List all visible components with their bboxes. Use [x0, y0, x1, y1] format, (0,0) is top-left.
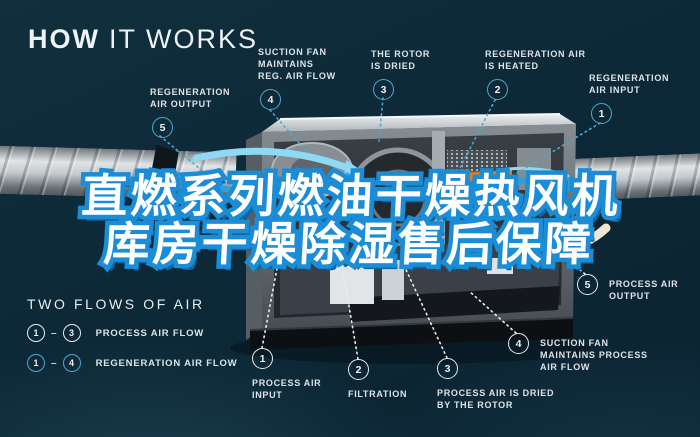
callout-regen-input: REGENERATION AIR INPUT 1	[589, 72, 670, 125]
legend-label: PROCESS AIR FLOW	[95, 327, 205, 339]
callout-number-badge: 1	[591, 103, 612, 125]
callout-regen-output: REGENERATION AIR OUTPUT 5	[150, 86, 231, 139]
regen-flow-swoosh-deep	[203, 179, 353, 196]
headline-line1: 直燃系列燃油干燥热风机 直燃系列燃油干燥热风机	[0, 166, 700, 227]
legend-dash: –	[51, 357, 57, 369]
legend-label: REGENERATION AIR FLOW	[95, 357, 238, 369]
leader-suction-process	[468, 290, 517, 334]
callout-label: FILTRATION	[348, 389, 408, 399]
title-light: IT WORKS	[108, 24, 258, 54]
callout-label: THE ROTOR IS DRIED	[371, 49, 431, 72]
callout-number-badge: 2	[348, 359, 369, 380]
callout-regen-heated: REGENERATION AIR IS HEATED 2	[485, 48, 586, 101]
exit-flow-swoosh-deep	[502, 176, 567, 188]
callout-label: PROCESS AIR INPUT	[252, 378, 322, 401]
base-plinth	[250, 318, 573, 350]
title-bold: HOW	[28, 24, 100, 54]
headline-line1-text: 直燃系列燃油干燥热风机	[80, 170, 623, 222]
legend-circle-from: 1	[27, 354, 45, 372]
top-rim-highlight	[279, 113, 561, 120]
exit-flow-swoosh-light	[498, 166, 570, 178]
callout-process-dried: 3 PROCESS AIR IS DRIED BY THE ROTOR	[437, 358, 554, 411]
leader-regen-output	[159, 135, 206, 174]
headline-line2-text: 库房干燥除湿售后保障	[102, 218, 596, 270]
callout-filtration: 2 FILTRATION	[348, 359, 407, 400]
callout-number-badge: 4	[508, 333, 529, 354]
legend-dash: –	[51, 327, 57, 339]
machine-left-side	[246, 132, 262, 340]
legend-row-regen: 1 – 4 REGENERATION AIR FLOW	[27, 354, 237, 372]
plinth-lip	[249, 317, 574, 331]
legend-circle-to: 4	[62, 354, 81, 372]
callout-label: REGENERATION AIR IS HEATED	[485, 49, 586, 72]
legend-two-flows: TWO FLOWS OF AIR 1 – 3 PROCESS AIR FLOW …	[27, 296, 237, 372]
filter-box-large	[330, 258, 374, 304]
leader-regen-input	[505, 122, 601, 181]
callout-number-badge: 2	[487, 79, 508, 101]
page-title: HOW IT WORKS	[28, 24, 258, 55]
process-output-arrowhead	[545, 239, 563, 257]
callout-label: PROCESS AIR OUTPUT	[609, 279, 679, 302]
legend-circle-to: 3	[62, 324, 81, 342]
legend-circle-from: 1	[27, 324, 45, 342]
headline-line2: 库房干燥除湿售后保障 库房干燥除湿售后保障	[0, 214, 700, 275]
callout-label: SUCTION FAN MAINTAINS REG. AIR FLOW	[258, 47, 336, 82]
leader-suction-reg	[269, 109, 308, 153]
callout-label: SUCTION FAN MAINTAINS PROCESS AIR FLOW	[540, 338, 648, 373]
callout-number-badge: 1	[252, 348, 273, 369]
callout-suction-fan-process: 4 SUCTION FAN MAINTAINS PROCESS AIR FLOW	[508, 333, 648, 373]
heater-element	[447, 170, 512, 190]
legend-title: TWO FLOWS OF AIR	[27, 296, 205, 312]
callout-process-input: 1 PROCESS AIR INPUT	[252, 348, 321, 401]
exit-flow-arrowhead	[563, 176, 582, 193]
callout-label: REGENERATION AIR OUTPUT	[150, 87, 231, 110]
leader-lines	[159, 97, 601, 360]
leader-process-output	[556, 250, 586, 275]
leader-regen-heated	[455, 99, 496, 177]
regen-flow-arrowhead-deep	[345, 172, 364, 190]
callout-number-badge: 5	[152, 117, 173, 139]
leader-process-dried	[400, 258, 448, 359]
callout-process-output: 5 PROCESS AIR OUTPUT	[577, 274, 678, 302]
callout-number-badge: 5	[577, 274, 598, 295]
legend-row-process: 1 – 3 PROCESS AIR FLOW	[27, 324, 237, 342]
callout-number-badge: 3	[373, 79, 394, 101]
fan-unit-panel	[487, 258, 513, 274]
leader-process-input	[261, 262, 279, 349]
callout-number-badge: 4	[260, 89, 281, 111]
callout-label: REGENERATION AIR INPUT	[589, 73, 670, 96]
leader-filtration	[342, 270, 359, 360]
air-flow-arrows	[192, 147, 611, 257]
callout-suction-fan-reg: SUCTION FAN MAINTAINS REG. AIR FLOW 4	[258, 46, 336, 111]
headline-overlay: 直燃系列燃油干燥热风机 直燃系列燃油干燥热风机 库房干燥除湿售后保障 库房干燥除…	[0, 166, 700, 275]
callout-rotor-dried: THE ROTOR IS DRIED 3	[371, 48, 431, 101]
rotor-hub-ring	[369, 169, 427, 227]
callout-label: PROCESS AIR IS DRIED BY THE ROTOR	[437, 388, 555, 411]
callout-number-badge: 3	[437, 358, 458, 379]
process-output-arrow	[557, 223, 611, 253]
leader-rotor-dried	[378, 97, 384, 142]
filter-box-small	[382, 260, 404, 300]
regen-flow-swoosh-light	[192, 147, 352, 172]
